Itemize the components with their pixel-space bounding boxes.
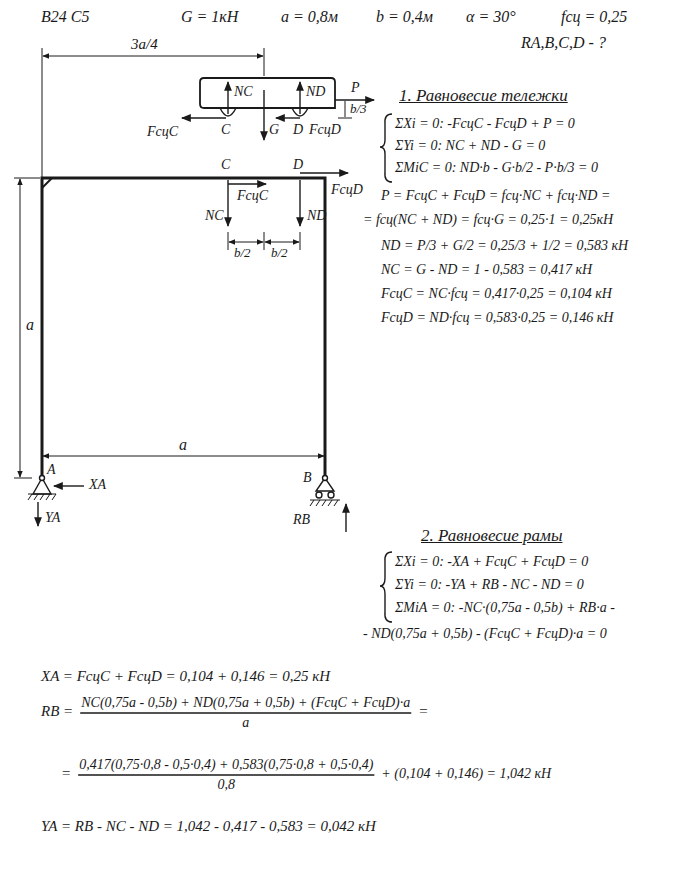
fraction-numerator: 0,417(0,75·0,8 - 0,5·0,4) + 0,583(0,75·0…	[78, 757, 374, 773]
force-arrow	[54, 485, 84, 486]
equation: ΣXi = 0: -FсцC - FсцD + P = 0	[394, 116, 576, 132]
header-given: fсц = 0,25	[560, 8, 628, 26]
pin-support	[40, 476, 45, 481]
header-question: RA,B,C,D - ?	[520, 34, 607, 52]
equation: =	[60, 765, 72, 782]
point-label: D	[292, 122, 304, 138]
force-arrow	[182, 117, 226, 118]
point-label: C	[220, 157, 231, 173]
equation: FсцD = ND·fсц = 0,583·0,25 = 0,146 кН	[380, 310, 614, 326]
ground-hatch	[310, 500, 340, 506]
force-arrow	[228, 183, 266, 184]
dimension-label: 3a/4	[130, 36, 159, 53]
dimension-label: b/2	[270, 246, 289, 261]
fraction-numerator: NC(0,75a - 0,5b) + ND(0,75a + 0,5b) + (F…	[80, 695, 411, 711]
dimension-line	[43, 56, 263, 57]
system-brace	[380, 114, 392, 182]
section-heading: 1. Равновесие тележки	[398, 86, 569, 106]
force-label: RB	[292, 512, 311, 528]
equation: =	[417, 703, 429, 720]
force-arrow	[37, 502, 38, 526]
equation: - ND(0,75a + 0,5b) - (FсцC + FсцD)·a = 0	[362, 626, 608, 642]
force-label: FсцC	[146, 124, 179, 140]
equation: ΣMiC = 0: ND·b - G·b/2 - P·b/3 = 0	[394, 160, 599, 176]
point-label: B	[302, 470, 313, 486]
equation: = fсц(NC + ND) = fсц·G = 0,25·1 = 0,25кН	[362, 212, 614, 228]
header-given: α = 30°	[465, 8, 517, 26]
frame-corner	[42, 178, 52, 188]
dimension-line	[20, 179, 21, 477]
equation: ΣYi = 0: -YA + RB - NC - ND = 0	[394, 577, 585, 593]
roller-support	[323, 476, 328, 481]
force-arrow	[227, 82, 228, 114]
force-arrow	[299, 82, 300, 114]
force-arrow	[300, 172, 348, 173]
dimension-label: b/3	[349, 102, 368, 117]
dimension-line	[43, 456, 324, 457]
force-label: ND	[306, 208, 327, 224]
force-label: XA	[88, 477, 107, 493]
fraction-denominator: a	[241, 715, 250, 731]
dimension-tick	[338, 118, 352, 119]
dimension-line	[229, 242, 263, 243]
roller-wheel	[316, 492, 322, 498]
fraction-denominator: 0,8	[216, 777, 236, 793]
force-arrow	[263, 90, 264, 140]
header-given: b = 0,4м	[375, 8, 434, 26]
force-label: ND	[305, 84, 326, 100]
point-label: C	[220, 122, 231, 138]
trolley-body	[200, 78, 335, 108]
extension-line	[14, 478, 32, 479]
dimension-line	[265, 242, 299, 243]
force-arrow	[227, 180, 228, 226]
equation: ΣMiA = 0: -NC·(0,75a - 0,5b) + RB·a -	[394, 600, 616, 616]
header-given: В24 С5	[40, 8, 90, 26]
header-given: G = 1кН	[180, 8, 239, 26]
force-label: NC	[233, 84, 254, 100]
equation: ΣXi = 0: -XA + FсцC + FсцD = 0	[394, 554, 589, 570]
force-arrow	[299, 180, 300, 226]
force-label: NC	[204, 208, 225, 224]
point-label: D	[292, 157, 304, 173]
dimension-label: a	[25, 316, 35, 334]
extension-line	[300, 232, 301, 250]
equation: NC = G - ND = 1 - 0,583 = 0,417 кН	[380, 262, 593, 278]
dimension-label: a	[178, 436, 188, 454]
extension-line	[42, 48, 43, 178]
equation: P = FсцC + FсцD = fсц·NC + fсц·ND =	[380, 188, 611, 204]
fraction-bar	[78, 774, 374, 775]
equation: FсцC = NC·fсц = 0,417·0,25 = 0,104 кН	[380, 286, 613, 302]
dimension-label: b/2	[233, 246, 252, 261]
roller-wheel	[328, 492, 334, 498]
equation: YA = RB - NC - ND = 1,042 - 0,417 - 0,58…	[40, 818, 377, 835]
force-label: YA	[44, 510, 61, 526]
extension-line	[14, 178, 40, 179]
section-heading: 2. Равновесие рамы	[420, 526, 563, 546]
force-arrow	[335, 99, 374, 100]
equation: ΣYi = 0: NC + ND - G = 0	[394, 138, 546, 154]
force-label: G	[268, 122, 280, 138]
force-label: FсцC	[236, 188, 269, 204]
point-label: A	[46, 462, 57, 478]
extension-line	[228, 232, 229, 250]
force-arrow	[345, 504, 346, 532]
extension-line	[264, 232, 265, 250]
equation: + (0,104 + 0,146) = 1,042 кН	[380, 766, 552, 782]
equation: XA = FсцC + FсцD = 0,104 + 0,146 = 0,25 …	[40, 668, 331, 685]
header-given: a = 0,8м	[280, 8, 339, 26]
extension-line	[264, 48, 265, 76]
equation: RB =	[40, 703, 74, 720]
dimension-line	[345, 101, 346, 117]
force-label: FсцD	[330, 182, 364, 198]
force-label: FсцD	[308, 122, 342, 138]
equation: ND = P/3 + G/2 = 0,25/3 + 1/2 = 0,583 кН	[380, 238, 629, 254]
force-label: P	[350, 80, 361, 96]
force-arrow	[276, 117, 300, 118]
ground-hatch	[28, 494, 56, 500]
system-brace	[380, 552, 392, 622]
fraction-bar	[80, 712, 411, 713]
frame	[42, 178, 325, 478]
